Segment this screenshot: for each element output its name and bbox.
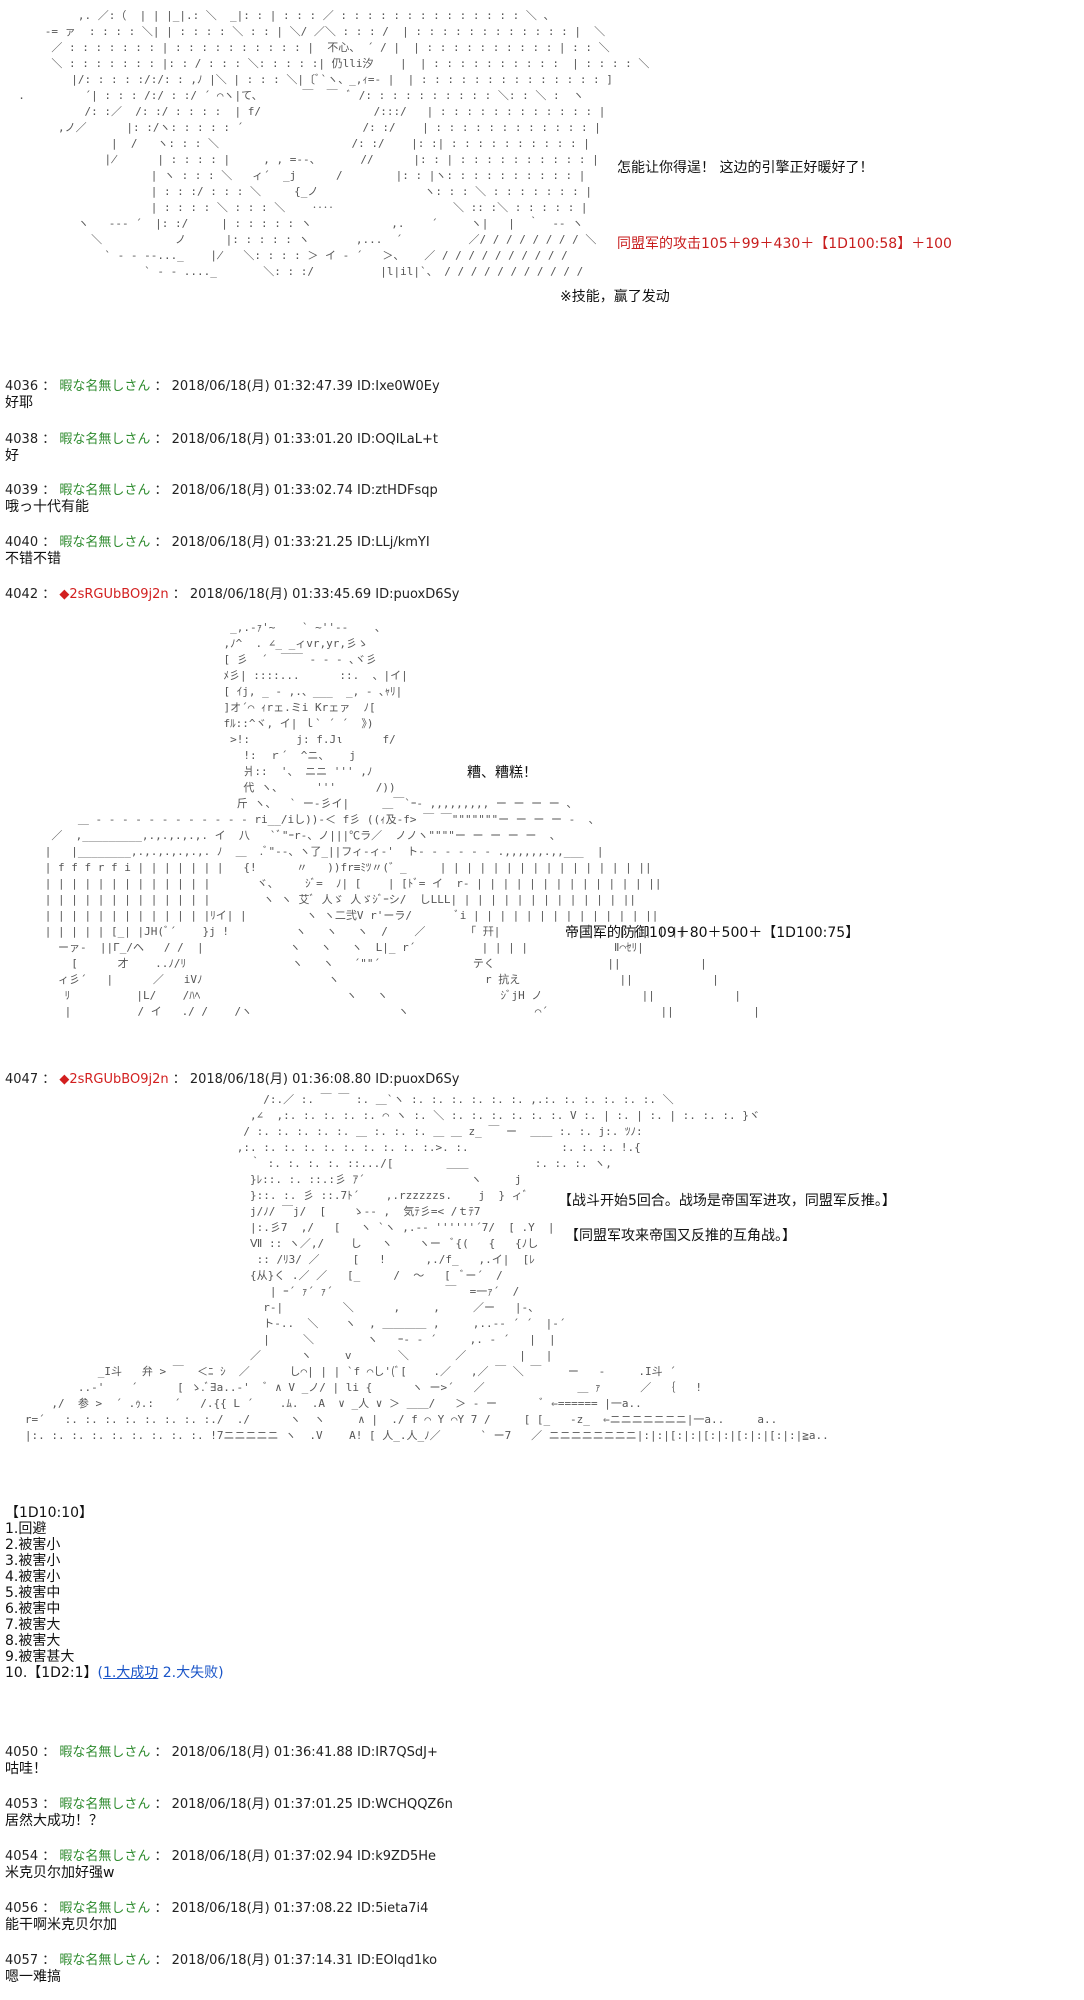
post-date: 2018/06/18(月) 01:37:14.31 ID:EOlqd1ko bbox=[171, 1953, 438, 1968]
post-author: 暇な名無しさん bbox=[59, 535, 151, 550]
post-header: 4053 ： 暇な名無しさん ： 2018/06/18(月) 01:37:01.… bbox=[5, 1797, 453, 1812]
panel2-note-defense: 帝国军的防御109＋80＋500＋【1D100:75】 bbox=[565, 925, 860, 941]
post-number[interactable]: 4054 bbox=[5, 1849, 39, 1864]
post-date: 2018/06/18(月) 01:36:41.88 ID:IR7QSdJ+ bbox=[171, 1745, 438, 1760]
post-number[interactable]: 4056 bbox=[5, 1901, 39, 1916]
dice-option-10-close: ) bbox=[218, 1665, 224, 1681]
ascii-art-panel-2: _,.-ｧ'~ ` ~''‐- 、 ,ﾉ^ . ∠_ _ィvr,yr,彡ゝ [ … bbox=[44, 621, 760, 1018]
dice-option-7: 7.被害大 bbox=[5, 1617, 61, 1633]
post-author: 暇な名無しさん bbox=[59, 1849, 151, 1864]
post-header: 4054 ： 暇な名無しさん ： 2018/06/18(月) 01:37:02.… bbox=[5, 1849, 437, 1864]
panel1-note-attack: 同盟军的攻击105＋99＋430＋【1D100:58】＋100 bbox=[617, 236, 952, 252]
post-trip: ◆2sRGUbBO9j2n bbox=[59, 1072, 169, 1087]
ascii-art-panel-1: ,. ／:（ | | |_|.: ＼ _|: : | : : : ／ : : :… bbox=[18, 9, 650, 278]
post-trip: ◆2sRGUbBO9j2n bbox=[59, 587, 169, 602]
dice-option-1: 1.回避 bbox=[5, 1521, 47, 1537]
post-date: 2018/06/18(月) 01:37:02.94 ID:k9ZD5He bbox=[171, 1849, 437, 1864]
post-body: 不错不错 bbox=[5, 551, 61, 567]
dice-option-3: 3.被害小 bbox=[5, 1553, 61, 1569]
post-body: 嗯一难搞 bbox=[5, 1969, 61, 1985]
post-header: 4056 ： 暇な名無しさん ： 2018/06/18(月) 01:37:08.… bbox=[5, 1901, 429, 1916]
dice-option-10-failure: 2.大失败 bbox=[162, 1665, 219, 1681]
panel2-note-oops: 糟、糟糕！ bbox=[467, 765, 537, 781]
post-date: 2018/06/18(月) 01:36:08.80 ID:puoxD6Sy bbox=[189, 1072, 460, 1087]
dice-option-10-prefix: 10. bbox=[5, 1665, 28, 1681]
post-author: 暇な名無しさん bbox=[59, 483, 151, 498]
post-author: 暇な名無しさん bbox=[59, 379, 151, 394]
post-body: 居然大成功！？ bbox=[5, 1813, 103, 1829]
panel1-note-skill: ※技能，赢了发动 bbox=[560, 289, 670, 305]
dice-option-8: 8.被害大 bbox=[5, 1633, 61, 1649]
post-header: 4036 ： 暇な名無しさん ： 2018/06/18(月) 01:32:47.… bbox=[5, 379, 440, 394]
post-number[interactable]: 4057 bbox=[5, 1953, 39, 1968]
panel3-note-battle: 【战斗开始5回合。战场是帝国军进攻，同盟军反推。】 bbox=[558, 1193, 896, 1209]
dice-option-4: 4.被害小 bbox=[5, 1569, 61, 1585]
post-header: 4050 ： 暇な名無しさん ： 2018/06/18(月) 01:36:41.… bbox=[5, 1745, 438, 1760]
post-date: 2018/06/18(月) 01:32:47.39 ID:Ixe0W0Ey bbox=[171, 379, 440, 394]
post-date: 2018/06/18(月) 01:37:08.22 ID:5ieta7i4 bbox=[171, 1901, 429, 1916]
post-author: 暇な名無しさん bbox=[59, 1901, 151, 1916]
dice-option-10-open: ( bbox=[97, 1665, 103, 1681]
post-number[interactable]: 4040 bbox=[5, 535, 39, 550]
dice-option-2: 2.被害小 bbox=[5, 1537, 61, 1553]
post-body: 米克贝尔加好强w bbox=[5, 1865, 115, 1881]
post-number[interactable]: 4047 bbox=[5, 1072, 39, 1087]
post-header: 4040 ： 暇な名無しさん ： 2018/06/18(月) 01:33:21.… bbox=[5, 535, 430, 550]
post-author: 暇な名無しさん bbox=[59, 1745, 151, 1760]
ascii-art-panel-3: /:.／ :. ￣ ￣ :. ＿`ヽ :. :. :. :. :. :. ,.:… bbox=[24, 1093, 829, 1442]
post-author: 暇な名無しさん bbox=[59, 1953, 151, 1968]
post-body: 咕哇！ bbox=[5, 1761, 47, 1777]
panel1-note-engine: 怎能让你得逞！ 这边的引擎正好暖好了！ bbox=[617, 160, 874, 176]
dice-option-6: 6.被害中 bbox=[5, 1601, 61, 1617]
post-date: 2018/06/18(月) 01:33:21.25 ID:LLj/kmYI bbox=[171, 535, 430, 550]
dice-result-list: 【1D10:10】 1.回避 2.被害小 3.被害小 4.被害小 5.被害中 6… bbox=[5, 1505, 224, 1681]
post-header-4047: 4047 ： ◆2sRGUbBO9j2n ： 2018/06/18(月) 01:… bbox=[5, 1072, 460, 1087]
post-body: 哦っ十代有能 bbox=[5, 499, 89, 515]
post-number[interactable]: 4042 bbox=[5, 587, 39, 602]
dice-option-10: 10.【1D2:1】(1.大成功 2.大失败) bbox=[5, 1665, 224, 1681]
post-date: 2018/06/18(月) 01:33:45.69 ID:puoxD6Sy bbox=[189, 587, 460, 602]
post-header: 4039 ： 暇な名無しさん ： 2018/06/18(月) 01:33:02.… bbox=[5, 483, 438, 498]
post-body: 好耶 bbox=[5, 395, 33, 411]
post-author: 暇な名無しさん bbox=[59, 1797, 151, 1812]
post-number[interactable]: 4053 bbox=[5, 1797, 39, 1812]
post-body: 好 bbox=[5, 448, 19, 464]
dice-option-10-roll: 【1D2:1】 bbox=[27, 1665, 98, 1681]
dice-option-10-success: 1.大成功 bbox=[102, 1665, 159, 1681]
post-date: 2018/06/18(月) 01:37:01.25 ID:WCHQQZ6n bbox=[171, 1797, 453, 1812]
panel3-note-stalemate: 【同盟军攻来帝国又反推的互角战。】 bbox=[565, 1228, 796, 1244]
post-header: 4057 ： 暇な名無しさん ： 2018/06/18(月) 01:37:14.… bbox=[5, 1953, 438, 1968]
post-author: 暇な名無しさん bbox=[59, 432, 151, 447]
post-body: 能干啊米克贝尔加 bbox=[5, 1917, 117, 1933]
dice-option-5: 5.被害中 bbox=[5, 1585, 61, 1601]
post-date: 2018/06/18(月) 01:33:01.20 ID:OQILaL+t bbox=[171, 432, 439, 447]
post-number[interactable]: 4036 bbox=[5, 379, 39, 394]
post-number[interactable]: 4038 bbox=[5, 432, 39, 447]
post-number[interactable]: 4039 bbox=[5, 483, 39, 498]
post-header-4042: 4042 ： ◆2sRGUbBO9j2n ： 2018/06/18(月) 01:… bbox=[5, 587, 460, 602]
dice-option-9: 9.被害甚大 bbox=[5, 1649, 75, 1665]
post-header: 4038 ： 暇な名無しさん ： 2018/06/18(月) 01:33:01.… bbox=[5, 432, 439, 447]
dice-head: 【1D10:10】 bbox=[5, 1505, 94, 1521]
post-date: 2018/06/18(月) 01:33:02.74 ID:ztHDFsqp bbox=[171, 483, 438, 498]
post-number[interactable]: 4050 bbox=[5, 1745, 39, 1760]
